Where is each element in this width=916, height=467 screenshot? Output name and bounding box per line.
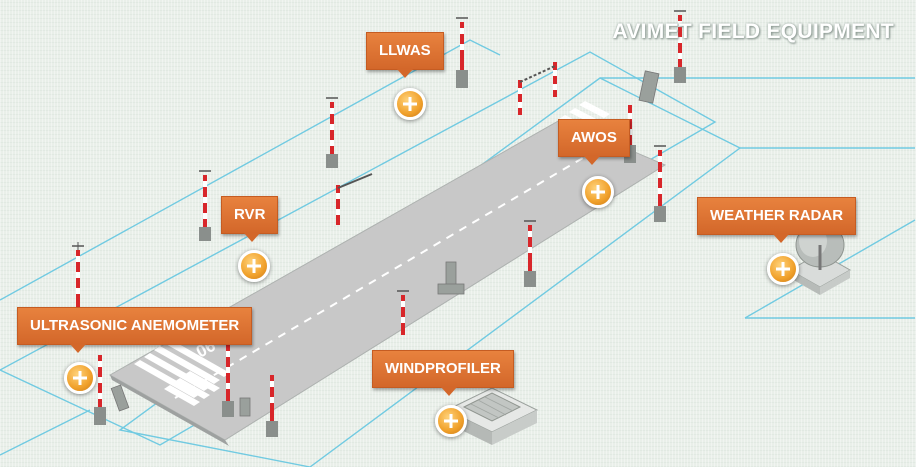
mast-icon (94, 355, 106, 425)
mast-icon (336, 185, 340, 225)
callout-awos[interactable]: AWOS (558, 119, 630, 165)
plus-circle-icon[interactable] (582, 176, 614, 208)
mast-icon (654, 145, 666, 222)
awos-button[interactable]: AWOS (558, 119, 630, 165)
mast-icon (326, 97, 338, 168)
mast-icon (553, 62, 557, 97)
sensor-masts (72, 10, 686, 437)
plus-circle-icon[interactable] (767, 253, 799, 285)
rvr-button[interactable]: RVR (221, 196, 279, 242)
plus-circle-icon[interactable] (64, 362, 96, 394)
mast-icon (518, 80, 522, 115)
ultrasonic-anemometer-button[interactable]: ULTRASONIC ANEMOMETER (17, 307, 253, 353)
callout-rvr[interactable]: RVR (221, 196, 279, 242)
mast-icon (456, 17, 468, 88)
mast-icon (674, 10, 686, 83)
callout-llwas[interactable]: LLWAS (366, 32, 444, 78)
page-title: AVIMET FIELD EQUIPMENT (612, 20, 894, 43)
runway: 06 (108, 101, 667, 446)
threshold-markings (134, 101, 610, 406)
mast-icon (397, 290, 409, 335)
callout-weather-radar[interactable]: WEATHER RADAR (697, 197, 857, 243)
plus-circle-icon[interactable] (435, 405, 467, 437)
plus-circle-icon[interactable] (394, 88, 426, 120)
mast-icon (199, 170, 211, 241)
callout-windprofiler[interactable]: WINDPROFILER (372, 350, 514, 396)
mast-icon (266, 375, 278, 437)
small-sensors (110, 70, 660, 417)
plus-circle-icon[interactable] (238, 250, 270, 282)
llwas-button[interactable]: LLWAS (366, 32, 444, 78)
windprofiler-button[interactable]: WINDPROFILER (372, 350, 514, 396)
mast-icon (524, 220, 536, 287)
callout-ultrasonic-anemometer[interactable]: ULTRASONIC ANEMOMETER (17, 307, 253, 353)
weather-radar-button[interactable]: WEATHER RADAR (697, 197, 857, 243)
windprofiler-icon (445, 387, 539, 445)
mast-icon (222, 340, 234, 417)
